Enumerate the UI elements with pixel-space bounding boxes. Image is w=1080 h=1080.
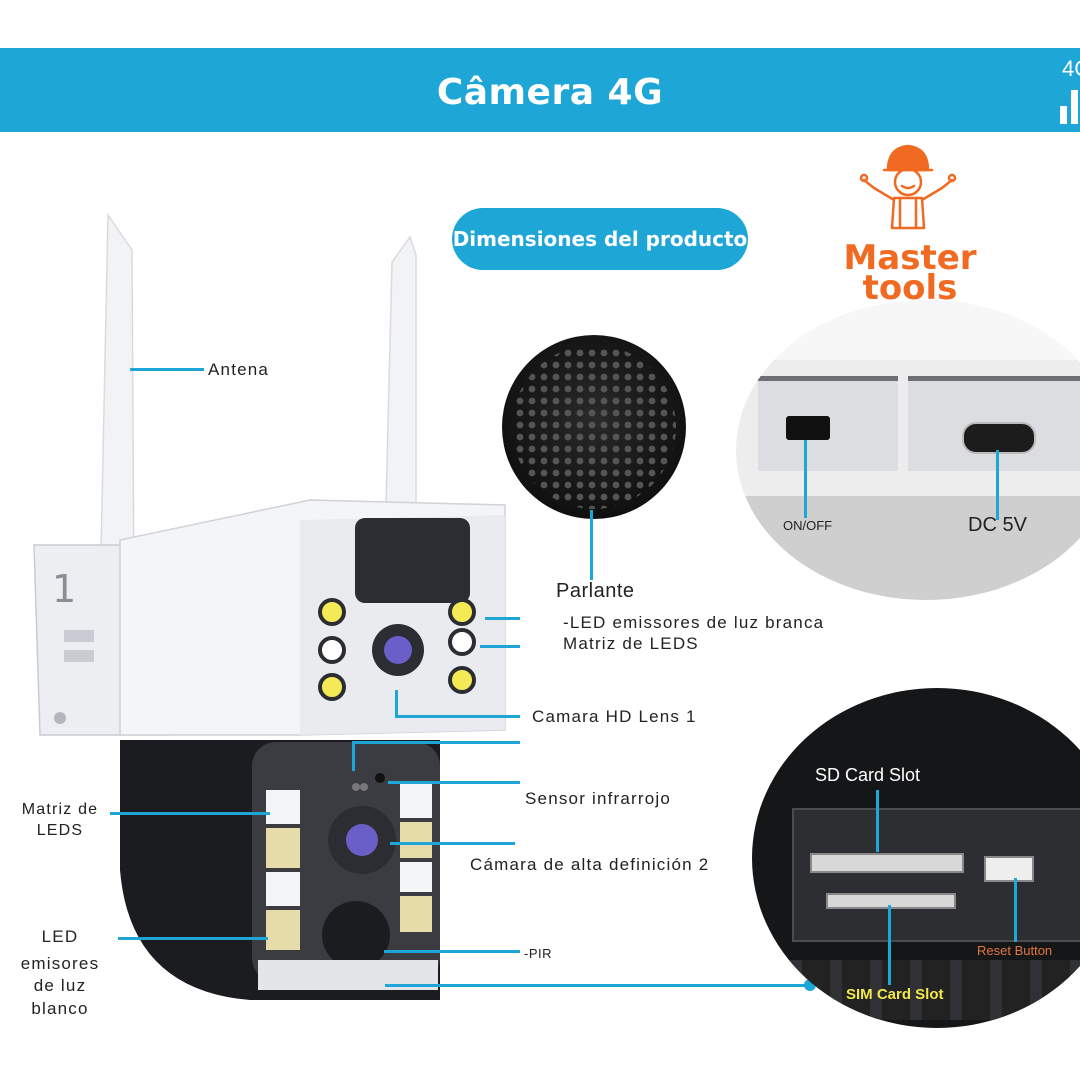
- label-matriz-leds-right: Matriz de LEDS: [563, 634, 699, 653]
- label-antena: Antena: [208, 360, 270, 379]
- label-camara-hd: Camara HD Lens 1: [532, 707, 697, 726]
- upper-sensor-window: [355, 518, 470, 603]
- camera-illustration: 1: [33, 212, 520, 1000]
- label-dc-5v: DC 5V: [968, 514, 1027, 536]
- ports-closeup: [736, 300, 1080, 600]
- signal-bars-icon: [1060, 90, 1078, 124]
- lower-led-column-left: [266, 790, 300, 950]
- label-pir: -PIR: [524, 946, 552, 961]
- dimensions-badge: Dimensiones del producto: [452, 208, 748, 270]
- label-matriz-leds-left-2: LEDS: [36, 822, 84, 839]
- label-parlante: Parlante: [556, 580, 635, 602]
- logo-line-master: Master: [843, 238, 977, 278]
- header-banner: [0, 48, 1080, 132]
- label-led-blanco-2: emisores: [20, 954, 100, 973]
- sim-slot-icon: [826, 893, 956, 909]
- upper-led-array-left: [318, 598, 346, 701]
- onoff-callout-line: [804, 440, 807, 518]
- pir-sensor: [322, 901, 390, 969]
- lower-led-column-right: [400, 784, 432, 932]
- reset-callout-line: [1014, 878, 1017, 942]
- label-reset-button: Reset Button: [977, 943, 1053, 958]
- label-camara-alta: Cámara de alta definición 2: [470, 855, 710, 874]
- reset-button-icon: [984, 856, 1034, 882]
- page-title: Câmera 4G: [436, 72, 664, 113]
- speaker-closeup: [502, 335, 686, 519]
- label-led-blanco-3: de luz: [33, 976, 87, 995]
- logo-line-tools: tools: [862, 268, 958, 308]
- sim-inner-callout-line: [888, 905, 891, 985]
- mount-number: 1: [52, 567, 76, 611]
- sd-slot-icon: [810, 853, 964, 873]
- label-led-blanco-4: blanco: [31, 999, 89, 1018]
- worker-mascot-icon: [859, 144, 957, 230]
- dc-callout-line: [996, 450, 999, 520]
- power-switch-icon: [786, 416, 830, 440]
- upper-led-array-right: [448, 598, 476, 694]
- label-on-off: ON/OFF: [783, 518, 833, 533]
- sd-callout-line: [876, 790, 879, 852]
- label-led-blanco-1: LED: [41, 927, 79, 946]
- sim-callout-line: [385, 984, 810, 987]
- label-sd-card-slot: SD Card Slot: [815, 765, 921, 785]
- label-matriz-leds-left-1: Matriz de: [21, 801, 99, 818]
- signal-4g-label: 4G: [1062, 56, 1080, 81]
- label-led-branca: -LED emissores de luz branca: [563, 613, 825, 632]
- label-sim-card-slot: SIM Card Slot: [846, 986, 944, 1003]
- parlante-callout-line: [590, 510, 593, 580]
- speaker-grille-icon: [512, 345, 676, 509]
- usb-c-port-icon: [962, 422, 1036, 454]
- slots-closeup: [752, 688, 1080, 1028]
- right-antenna: [385, 235, 417, 506]
- label-sensor-infrarrojo: Sensor infrarrojo: [525, 789, 672, 808]
